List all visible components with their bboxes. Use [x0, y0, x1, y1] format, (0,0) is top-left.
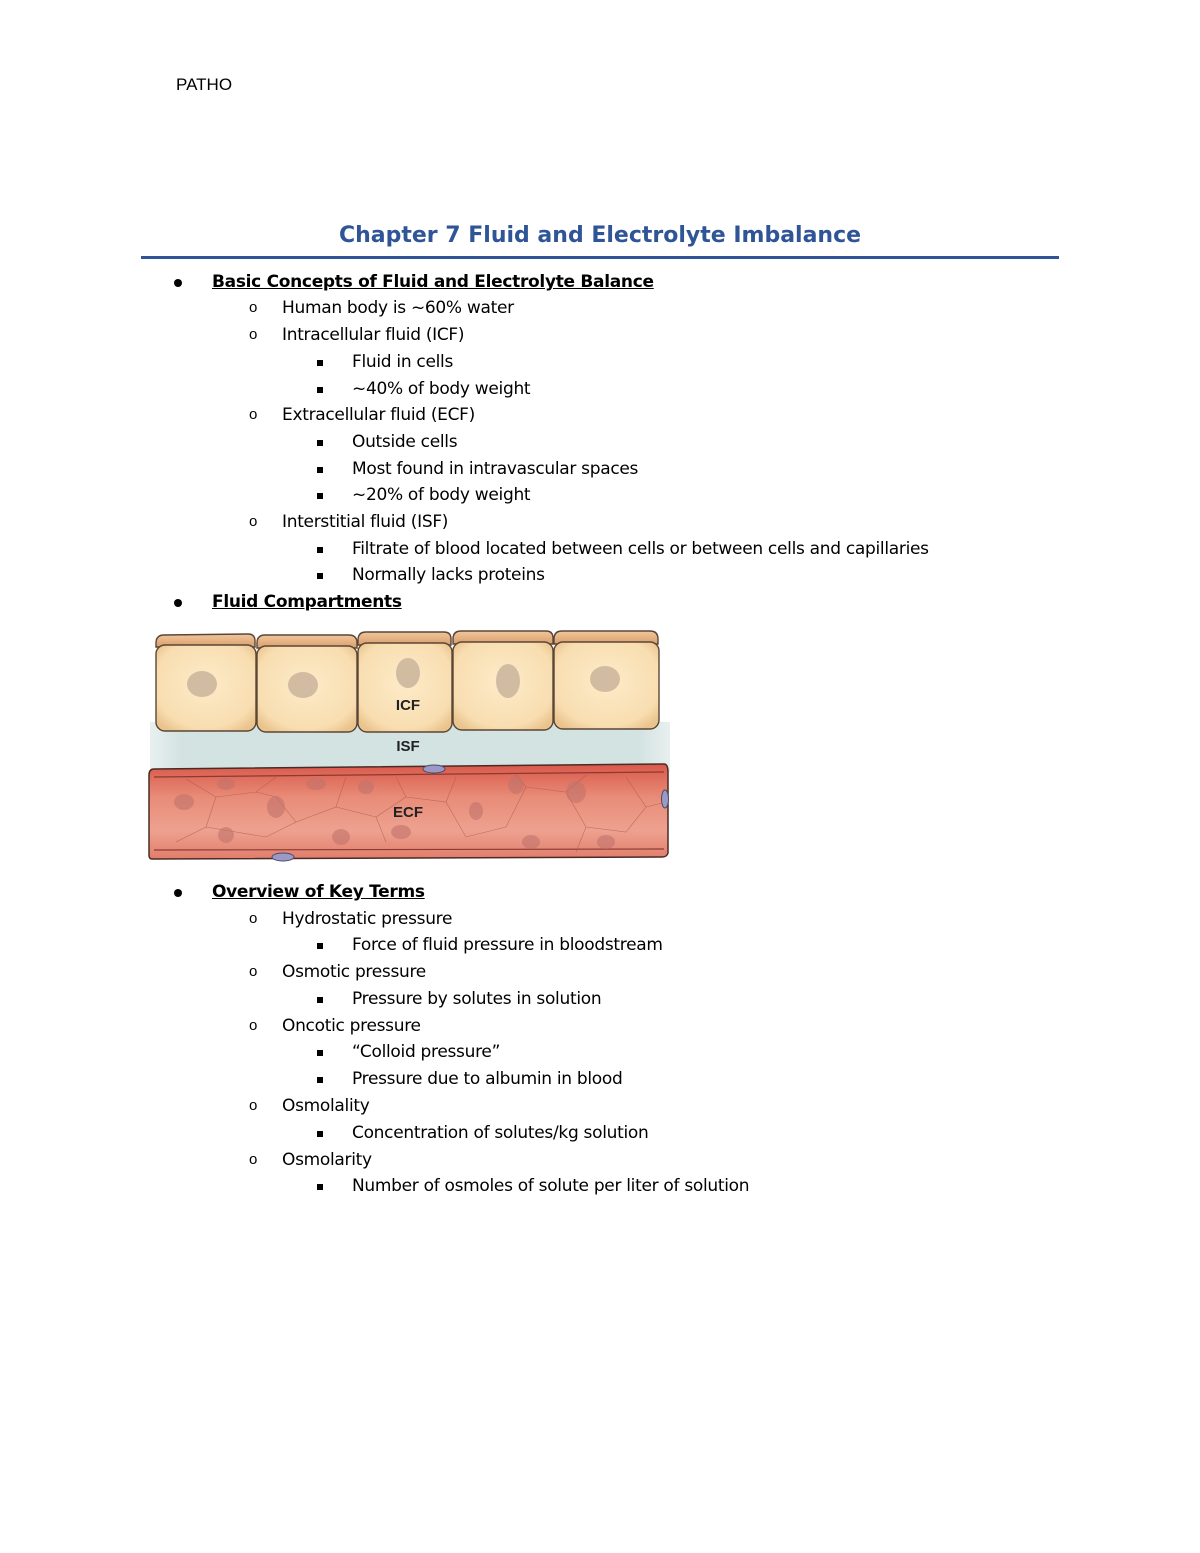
circle-bullet-icon: o: [249, 326, 258, 343]
list-subitem: Pressure by solutes in solution: [352, 989, 602, 1009]
circle-bullet-icon: o: [249, 963, 258, 980]
list-subitem: Filtrate of blood located between cells …: [352, 539, 929, 559]
fluid-compartments-illustration: ICF ISF ECF: [148, 630, 670, 862]
list-subitem: Pressure due to albumin in blood: [352, 1069, 623, 1089]
endothelial-nucleus-top: [422, 764, 446, 774]
list-item: Extracellular fluid (ECF): [282, 405, 475, 425]
list-item: Interstitial fluid (ISF): [282, 512, 449, 532]
list-subitem: Force of fluid pressure in bloodstream: [352, 935, 663, 955]
list-item: Hydrostatic pressure: [282, 909, 453, 929]
list-item: Oncotic pressure: [282, 1016, 421, 1036]
circle-bullet-icon: o: [249, 1151, 258, 1168]
section-heading-fluid-compartments: Fluid Compartments: [212, 592, 402, 612]
list-item: Intracellular fluid (ICF): [282, 325, 465, 345]
list-subitem: “Colloid pressure”: [352, 1042, 501, 1062]
list-subitem: Fluid in cells: [352, 352, 454, 372]
list-subitem: Concentration of solutes/kg solution: [352, 1123, 649, 1143]
list-item: Osmolality: [282, 1096, 370, 1116]
ecf-label: ECF: [393, 804, 423, 821]
circle-bullet-icon: o: [249, 1017, 258, 1034]
chapter-title: Chapter 7 Fluid and Electrolyte Imbalanc…: [338, 223, 862, 248]
list-subitem: Most found in intravascular spaces: [352, 459, 639, 479]
circle-bullet-icon: o: [249, 299, 258, 316]
isf-label: ISF: [396, 738, 419, 755]
list-subitem: ~40% of body weight: [352, 379, 531, 399]
circle-bullet-icon: o: [249, 1097, 258, 1114]
title-underline-divider: [141, 256, 1059, 259]
section-heading-key-terms: Overview of Key Terms: [212, 882, 425, 902]
fluid-compartments-figure: ICF ISF ECF: [146, 627, 674, 865]
list-subitem: Outside cells: [352, 432, 458, 452]
icf-label: ICF: [396, 697, 420, 714]
page-header: PATHO: [176, 75, 233, 94]
cell-row: [155, 630, 660, 733]
blood-vessel: [148, 763, 669, 862]
endothelial-nucleus-edge: [661, 789, 669, 809]
circle-bullet-icon: o: [249, 910, 258, 927]
list-subitem: Normally lacks proteins: [352, 565, 545, 585]
circle-bullet-icon: o: [249, 513, 258, 530]
list-item: Osmolarity: [282, 1150, 372, 1170]
list-subitem: Number of osmoles of solute per liter of…: [352, 1176, 750, 1196]
endothelial-nucleus-bottom: [271, 852, 295, 862]
circle-bullet-icon: o: [249, 406, 258, 423]
list-item: Human body is ~60% water: [282, 298, 514, 318]
list-subitem: ~20% of body weight: [352, 485, 531, 505]
list-item: Osmotic pressure: [282, 962, 426, 982]
section-heading-basic-concepts: Basic Concepts of Fluid and Electrolyte …: [212, 272, 654, 292]
